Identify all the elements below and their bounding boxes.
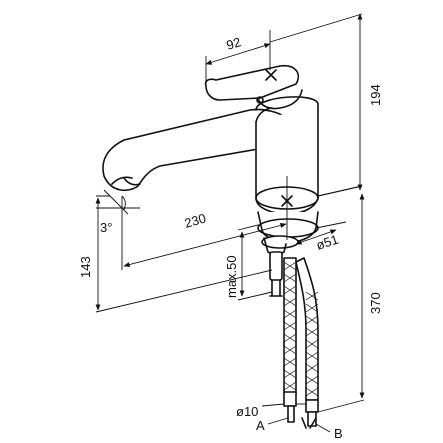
hose-length-label: 370 bbox=[368, 292, 383, 314]
body-diameter-label: ø51 bbox=[314, 232, 340, 253]
centre-marks bbox=[265, 69, 293, 216]
spout-height-label: 143 bbox=[78, 256, 93, 278]
spout-angle-label: 3° bbox=[100, 220, 112, 235]
dimension-counter-thickness bbox=[237, 223, 273, 301]
total-height-label: 194 bbox=[368, 84, 383, 106]
counter-thickness-label: max.50 bbox=[224, 255, 239, 298]
faucet-handle bbox=[204, 64, 303, 110]
dimension-hose-length bbox=[317, 185, 365, 413]
dimension-hose-diameter bbox=[261, 403, 306, 407]
spout-reach-label: 230 bbox=[183, 210, 208, 230]
hose-a-label: A bbox=[256, 418, 265, 433]
dimension-body-diameter bbox=[295, 221, 347, 245]
hose-diameter-label: ø10 bbox=[236, 404, 258, 419]
dimension-handle-width bbox=[205, 30, 271, 86]
dimension-spout-angle bbox=[96, 189, 140, 215]
hose-leaders bbox=[267, 417, 331, 433]
hose-b-label: B bbox=[334, 426, 343, 441]
supply-hoses bbox=[283, 257, 319, 429]
handle-width-label: 92 bbox=[224, 34, 242, 53]
